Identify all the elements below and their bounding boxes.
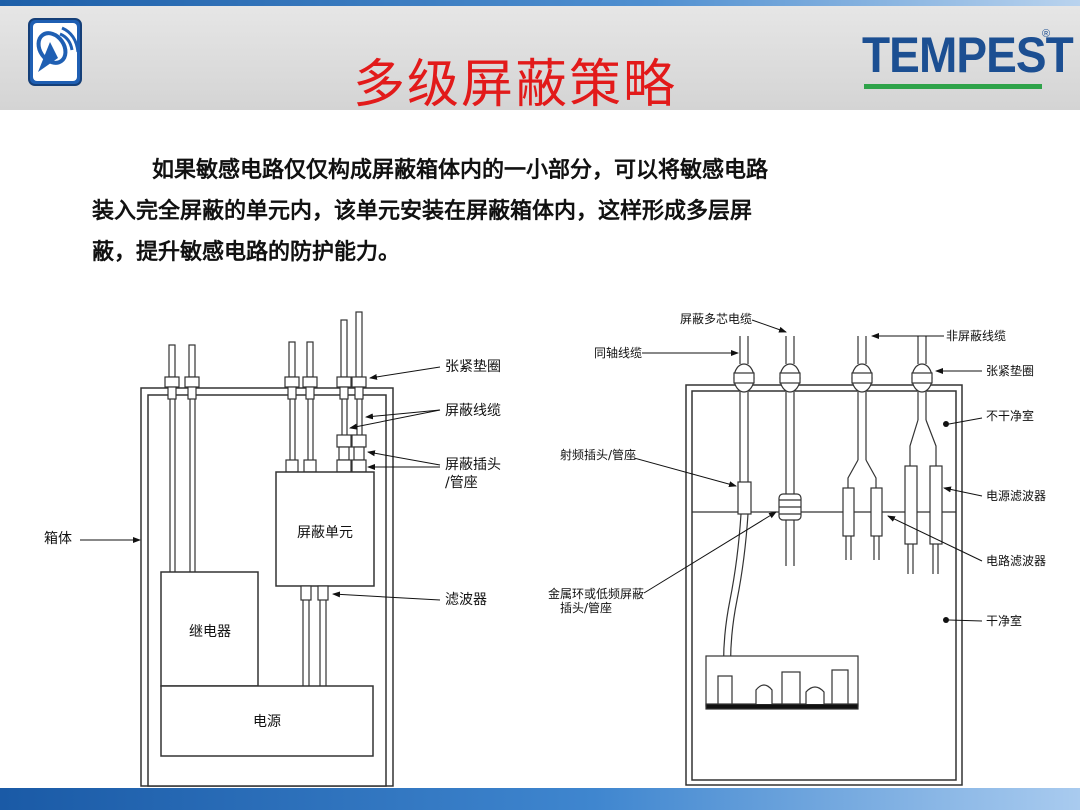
filter-pair	[300, 585, 329, 686]
left-cable-pair	[164, 344, 200, 572]
relay-label: 继电器	[189, 624, 231, 640]
unshielded-cable-label: 非屏蔽线缆	[946, 329, 1006, 343]
power-filter-label: 电源滤波器	[986, 489, 1046, 503]
enclosure-label: 箱体	[44, 531, 72, 547]
body-line-3: 蔽，提升敏感电路的防护能力。	[92, 240, 401, 265]
multicore-cable-label: 屏蔽多芯电缆	[680, 312, 752, 326]
middle-cable-pair	[284, 341, 318, 473]
coax-label: 同轴线缆	[594, 345, 642, 360]
gasket-label-left: 张紧垫圈	[445, 359, 501, 375]
dirty-room-label: 不干净室	[986, 408, 1034, 423]
registered-mark: ®	[1042, 28, 1051, 40]
body-paragraph: 如果敏感电路仅仅构成屏蔽箱体内的一小部分，可以将敏感电路 装入完全屏蔽的单元内，…	[92, 150, 1002, 273]
circuit-board	[705, 655, 859, 710]
relay-box	[160, 571, 259, 687]
metal-ring-label-1: 金属环或低频屏蔽	[548, 586, 644, 601]
shielded-connector-label-2: /管座	[445, 475, 478, 491]
body-line-1: 如果敏感电路仅仅构成屏蔽箱体内的一小部分，可以将敏感电路	[152, 158, 769, 183]
shielded-connector-label-1: 屏蔽插头	[445, 457, 501, 473]
shield-unit-label: 屏蔽单元	[297, 525, 353, 541]
shield-unit-box	[275, 471, 375, 587]
top-gaskets	[733, 363, 933, 393]
clean-room-label: 干净室	[986, 613, 1022, 628]
satellite-logo-icon	[28, 18, 82, 86]
coax-cable	[778, 392, 802, 566]
shielded-cable-label: 屏蔽线缆	[445, 403, 501, 419]
right-diagram: 屏蔽多芯电缆 同轴线缆 非屏蔽线缆 张紧垫圈 不干净室 射频插头/管座 电源滤波…	[548, 312, 1046, 786]
rf-connector-label: 射频插头/管座	[560, 447, 636, 462]
left-diagram: 屏蔽单元 继电器 电源 箱体 张紧垫圈 屏蔽线缆 屏蔽插头 /管座 滤波器	[44, 311, 501, 787]
body-line-2: 装入完全屏蔽的单元内，该单元安装在屏蔽箱体内，这样形成多层屏	[92, 199, 753, 224]
slide-title: 多级屏蔽策略	[352, 55, 677, 115]
rf-cable	[723, 392, 752, 677]
brand-underline	[864, 84, 1042, 89]
circuit-filter-label: 电路滤波器	[986, 553, 1046, 568]
brand-logo: TEMPEST	[862, 27, 1074, 83]
power-filter-branch	[904, 392, 943, 574]
power-supply-box	[160, 685, 374, 757]
circuit-filter-branch	[842, 392, 883, 560]
bottom-accent-bar	[0, 788, 1080, 810]
top-accent-line	[0, 0, 1080, 6]
metal-ring-label-2: 插头/管座	[560, 600, 612, 615]
header-band	[0, 6, 1080, 110]
gasket-label-right: 张紧垫圈	[986, 363, 1034, 378]
power-supply-label: 电源	[253, 714, 281, 730]
filter-label: 滤波器	[445, 592, 487, 608]
